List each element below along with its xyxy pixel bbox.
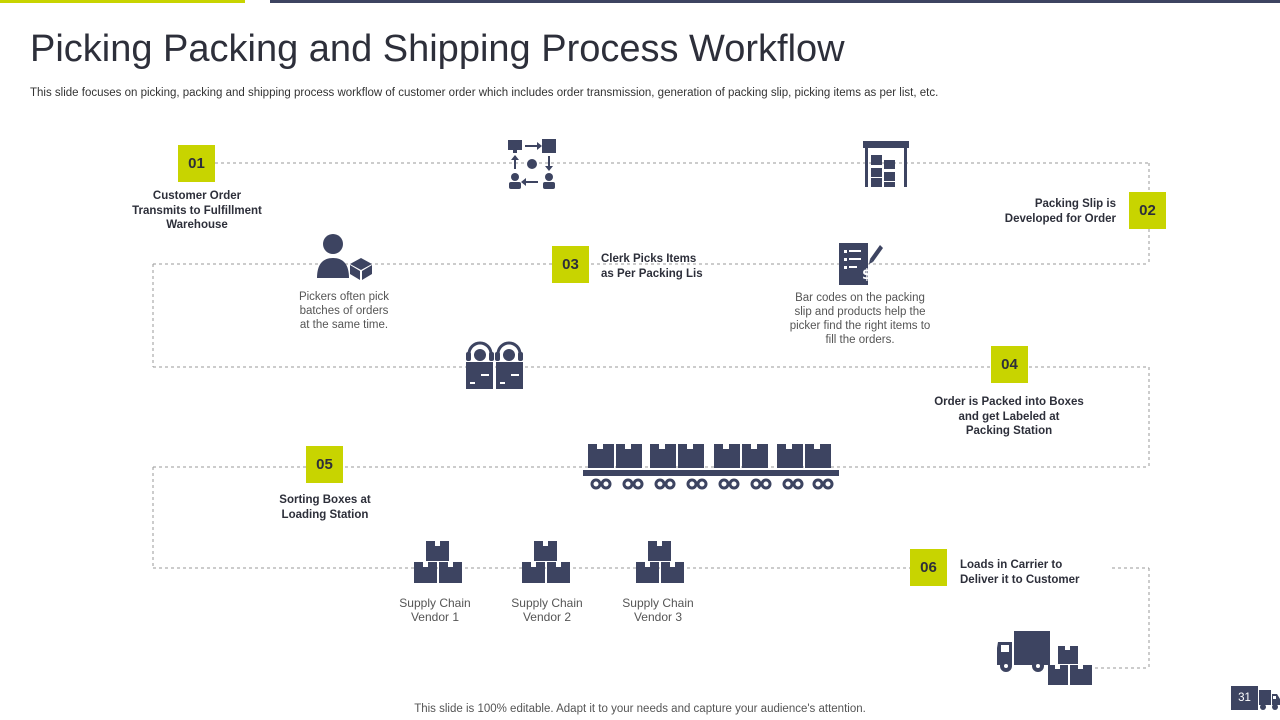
- page-title: Picking Packing and Shipping Process Wor…: [30, 28, 845, 70]
- top-dark-bar: [270, 0, 1280, 3]
- step-badge-03: 03: [552, 246, 589, 283]
- step-badge-02: 02: [1129, 192, 1166, 229]
- conveyor-belt-icon: [583, 444, 839, 490]
- truck-corner-icon: [1259, 690, 1280, 710]
- step-badge-05: 05: [306, 446, 343, 483]
- footer-note: This slide is 100% editable. Adapt it to…: [414, 703, 866, 715]
- page-number: 31: [1231, 686, 1258, 710]
- step-badge-06: 06: [910, 549, 947, 586]
- step-badge-01: 01: [178, 145, 215, 182]
- support-agents-icon: [466, 341, 523, 389]
- boxes-stack-icon: [414, 541, 462, 583]
- step-badge-04: 04: [991, 346, 1028, 383]
- delivery-truck-icon: [997, 631, 1092, 685]
- top-accent-bar: [0, 0, 245, 3]
- boxes-stack-icon: [522, 541, 570, 583]
- workflow-icon: [508, 139, 556, 189]
- invoice-icon: $: [839, 243, 883, 285]
- boxes-stack-icon: [636, 541, 684, 583]
- page-subtitle: This slide focuses on picking, packing a…: [30, 87, 939, 99]
- svg-text:$: $: [862, 267, 872, 283]
- warehouse-icon: [863, 141, 909, 187]
- worker-with-box-icon: [317, 234, 372, 280]
